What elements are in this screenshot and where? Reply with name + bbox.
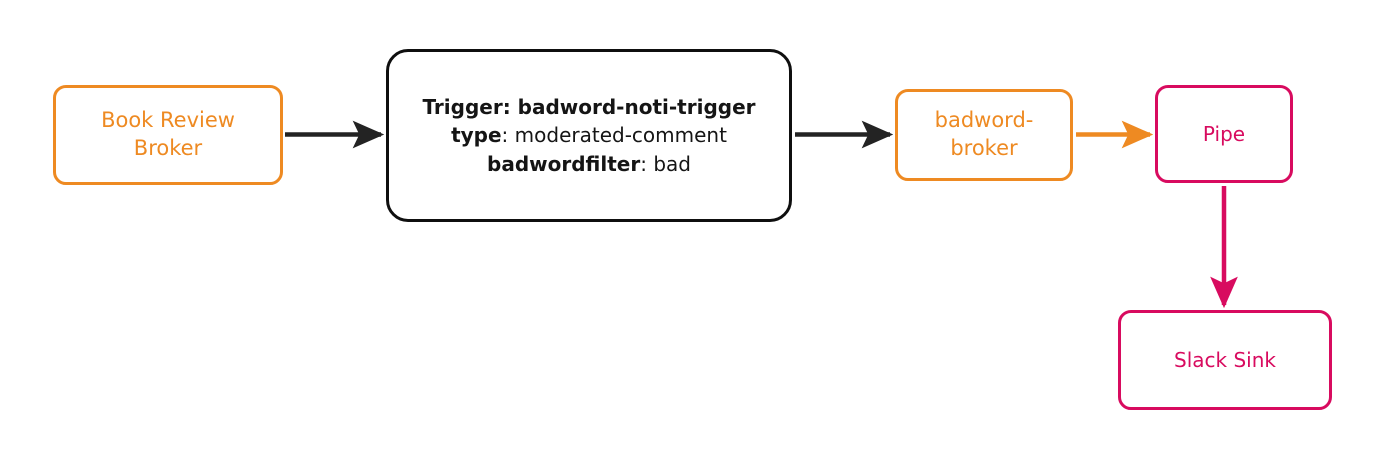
node-book-review-broker-line2: Broker [133, 136, 203, 160]
node-book-review-broker-line1: Book Review [101, 108, 235, 133]
node-slack-sink[interactable]: Slack Sink [1118, 310, 1332, 410]
node-trigger-line-2: type: moderated-comment [451, 121, 727, 149]
node-trigger-badwordfilter-value: bad [653, 151, 691, 176]
node-trigger-line-3: badwordfilter: bad [487, 150, 691, 178]
node-badword-broker-line2: broker [950, 136, 1018, 160]
node-pipe[interactable]: Pipe [1155, 85, 1293, 183]
node-trigger[interactable]: Trigger: badword-noti-trigger type: mode… [386, 49, 792, 222]
node-badword-broker[interactable]: badword- broker [895, 89, 1073, 181]
node-trigger-badwordfilter-separator: : [640, 151, 654, 176]
node-book-review-broker[interactable]: Book Review Broker [53, 85, 283, 185]
node-slack-sink-label: Slack Sink [1174, 347, 1276, 372]
node-pipe-label: Pipe [1202, 121, 1246, 146]
node-trigger-badwordfilter-key: badwordfilter [487, 151, 641, 176]
node-trigger-type-key: type [451, 123, 502, 148]
node-badword-broker-label: badword- broker [898, 107, 1070, 162]
node-badword-broker-line1: badword- [934, 108, 1034, 133]
node-trigger-type-value: moderated-comment [514, 123, 727, 148]
node-book-review-broker-label: Book Review Broker [56, 107, 280, 162]
node-trigger-line-1: Trigger: badword-noti-trigger [422, 93, 755, 121]
node-trigger-line-1-text: Trigger: badword-noti-trigger [422, 94, 756, 119]
node-trigger-type-separator: : [501, 123, 515, 148]
